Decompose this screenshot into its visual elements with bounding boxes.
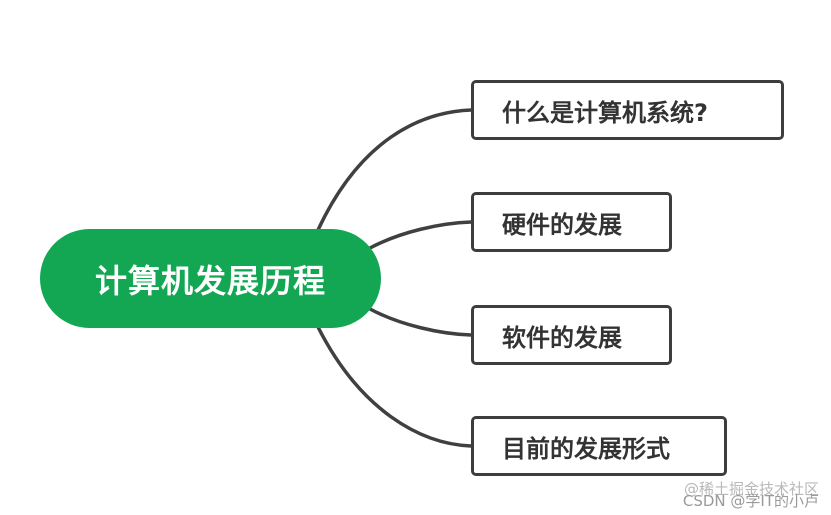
watermark-csdn: CSDN @学IT的小卢 bbox=[682, 492, 819, 510]
root-topic[interactable]: 计算机发展历程 bbox=[40, 229, 381, 328]
branch-topic-label: 什么是计算机系统? bbox=[502, 98, 708, 127]
branch-topic-hardware-development[interactable]: 硬件的发展 bbox=[471, 192, 672, 252]
root-topic-label: 计算机发展历程 bbox=[94, 261, 326, 300]
branch-topic-label: 目前的发展形式 bbox=[502, 434, 670, 463]
connector-branch-3 bbox=[369, 307, 472, 337]
branch-topic-software-development[interactable]: 软件的发展 bbox=[471, 305, 672, 365]
branch-topic-label: 软件的发展 bbox=[502, 323, 622, 352]
connector-branch-4 bbox=[316, 326, 472, 448]
branch-topic-label: 硬件的发展 bbox=[502, 210, 622, 239]
watermark-juejin: @稀土掘金技术社区 bbox=[683, 480, 819, 498]
branch-topic-current-trends[interactable]: 目前的发展形式 bbox=[471, 416, 727, 476]
connector-branch-1 bbox=[316, 108, 472, 231]
connector-branch-2 bbox=[369, 220, 472, 250]
branch-topic-what-is-computer-system[interactable]: 什么是计算机系统? bbox=[471, 80, 784, 140]
